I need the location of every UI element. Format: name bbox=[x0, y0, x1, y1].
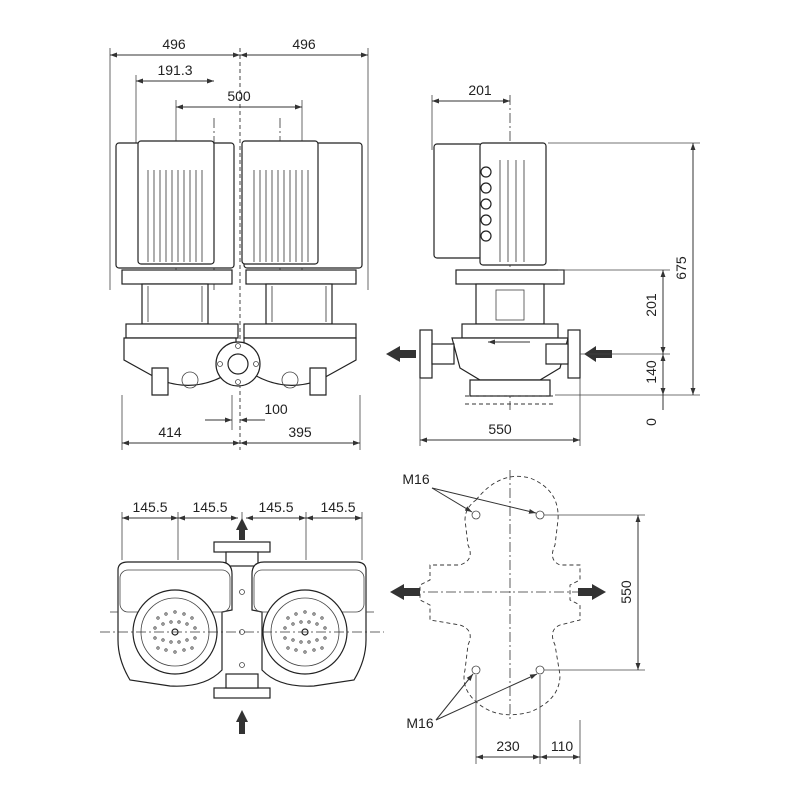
bottom-flow-arrow-icon bbox=[236, 710, 248, 734]
dim-front-width-right: 496 bbox=[292, 36, 316, 52]
right-motor-top bbox=[251, 561, 367, 687]
dim-middle-height: 201 bbox=[643, 293, 659, 317]
dim-top-spacing-4: 145.5 bbox=[320, 499, 355, 515]
top-view: 145.5 145.5 145.5 145.5 bbox=[100, 499, 384, 734]
dim-top-spacing-3: 145.5 bbox=[258, 499, 293, 515]
dim-top-spacing-2: 145.5 bbox=[192, 499, 227, 515]
flow-out-arrow-icon bbox=[386, 346, 416, 362]
front-view: 496 496 191.3 500 bbox=[109, 36, 369, 450]
dim-base-zero: 0 bbox=[643, 418, 659, 426]
dim-total-height: 675 bbox=[673, 256, 689, 280]
dim-front-width-left: 496 bbox=[162, 36, 186, 52]
base-plan: M16 M16 550 230 110 bbox=[390, 470, 645, 764]
label-bolt-bottom: M16 bbox=[406, 715, 433, 731]
dim-front-center-distance: 500 bbox=[227, 88, 251, 104]
base-flow-out-arrow-icon bbox=[390, 584, 420, 600]
front-pump-housing bbox=[123, 323, 357, 396]
dim-base-230: 230 bbox=[496, 738, 520, 754]
dim-port-offset: 100 bbox=[264, 401, 288, 417]
dim-front-offset: 191.3 bbox=[157, 62, 192, 78]
label-bolt-top: M16 bbox=[402, 471, 429, 487]
side-motor bbox=[419, 142, 581, 405]
side-view: 201 bbox=[386, 82, 700, 446]
dim-base-110: 110 bbox=[551, 738, 574, 754]
dim-top-spacing-1: 145.5 bbox=[132, 499, 167, 515]
dim-port-height: 140 bbox=[643, 360, 659, 384]
left-motor-top bbox=[117, 561, 233, 687]
base-flow-in-arrow-icon bbox=[578, 584, 606, 600]
dim-base-right: 395 bbox=[288, 424, 312, 440]
dim-side-top-offset: 201 bbox=[468, 82, 492, 98]
left-motor bbox=[115, 140, 235, 325]
dim-base-height: 550 bbox=[618, 580, 634, 604]
top-flow-arrow-icon bbox=[236, 518, 248, 540]
dim-base-left: 414 bbox=[158, 424, 182, 440]
right-motor bbox=[241, 140, 363, 325]
dim-port-distance: 550 bbox=[488, 421, 512, 437]
